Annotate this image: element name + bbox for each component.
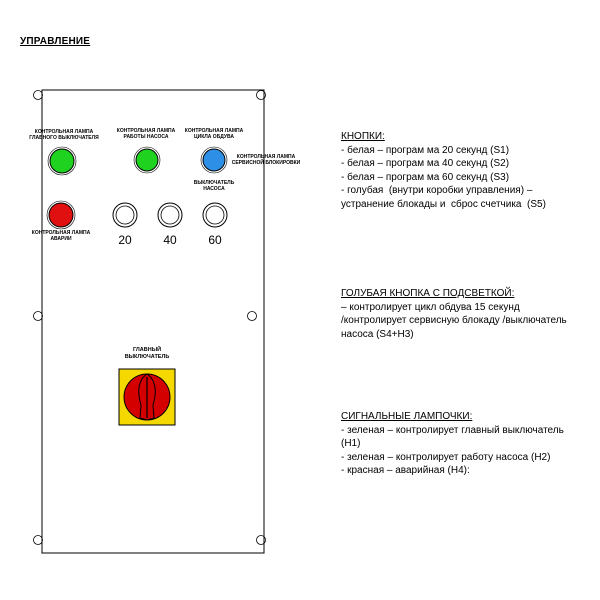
- notes-buttons: КНОПКИ: - белая – програм ма 20 секунд (…: [341, 130, 596, 211]
- lamp-label-red-1: КОНТРОЛЬНАЯ ЛАМПА: [32, 230, 91, 236]
- mounting-hole: [247, 311, 257, 321]
- notes-blue-button: ГОЛУБАЯ КНОПКА С ПОДСВЕТКОЙ: – контролир…: [341, 287, 596, 341]
- notes-line: - белая – програм ма 60 секунд (S3): [341, 171, 510, 183]
- lamp-label-below-1: ВЫКЛЮЧАТЕЛЬ: [194, 180, 235, 186]
- notes-buttons-heading: КНОПКИ:: [341, 131, 385, 142]
- main-switch: [118, 368, 176, 426]
- control-panel: КОНТРОЛЬНАЯ ЛАМПА ГЛАВНОГО ВЫКЛЮЧАТЕЛЯ К…: [29, 89, 301, 554]
- blue-lamp-button: [200, 146, 228, 174]
- mounting-hole: [256, 535, 266, 545]
- program-button-40: [157, 202, 183, 228]
- green-lamp-pump: [133, 146, 161, 174]
- notes-line: – контролирует цикл обдува 15 секунд: [341, 301, 520, 313]
- notes-line: - белая – програм ма 20 секунд (S1): [341, 144, 510, 156]
- program-button-60: [202, 202, 228, 228]
- main-switch-label-1: ГЛАВНЫЙ: [133, 345, 161, 353]
- green-lamp-main: [47, 146, 77, 176]
- notes-lamps-heading: СИГНАЛЬНЫЕ ЛАМПОЧКИ:: [341, 411, 473, 422]
- notes-line: - красная – аварийная (H4):: [341, 465, 470, 476]
- lamp-label-below-2: НАСОСА: [203, 186, 225, 192]
- program-label-20: 20: [118, 233, 132, 247]
- notes-blue-heading: ГОЛУБАЯ КНОПКА С ПОДСВЕТКОЙ:: [341, 288, 515, 299]
- page-title: УПРАВЛЕНИЕ: [20, 36, 91, 47]
- lamp-label-blue-1: КОНТРОЛЬНАЯ ЛАМПА: [185, 128, 244, 134]
- main-switch-label-2: ВЫКЛЮЧАТЕЛЬ: [125, 354, 170, 360]
- notes-line: (H1): [341, 438, 361, 449]
- program-label-40: 40: [163, 233, 177, 247]
- lamp-label-main-2: ГЛАВНОГО ВЫКЛЮЧАТЕЛЯ: [29, 135, 99, 141]
- mounting-hole: [256, 90, 266, 100]
- notes-line: - зеленая – контролирует работу насоса (…: [341, 451, 551, 463]
- program-label-60: 60: [208, 233, 222, 247]
- lamp-label-red-2: АВАРИИ: [50, 236, 72, 242]
- program-button-20: [112, 202, 138, 228]
- mounting-hole: [33, 311, 43, 321]
- mounting-hole: [33, 535, 43, 545]
- notes-line: насоса (S4+H3): [341, 328, 414, 340]
- lamp-label-pump-2: РАБОТЫ НАСОСА: [124, 134, 169, 140]
- lamp-label-pump-1: КОНТРОЛЬНАЯ ЛАМПА: [117, 128, 176, 134]
- lamp-label-blue-2: ЦИКЛА ОБДУВА: [194, 134, 234, 140]
- mounting-holes: [33, 90, 266, 545]
- lamp-label-main-1: КОНТРОЛЬНАЯ ЛАМПА: [35, 129, 94, 135]
- mounting-hole: [33, 90, 43, 100]
- notes-line: устранение блокады и сброс счетчика (S5): [341, 198, 546, 210]
- red-lamp-alarm: [46, 200, 76, 230]
- notes-lamps: СИГНАЛЬНЫЕ ЛАМПОЧКИ: - зеленая – контрол…: [341, 410, 596, 478]
- lamp-label-side-2: СЕРВИСНОЙ БЛОКИРОВКИ: [232, 158, 301, 166]
- lamp-label-side-1: КОНТРОЛЬНАЯ ЛАМПА: [237, 154, 296, 160]
- notes-line: - белая – програм ма 40 секунд (S2): [341, 158, 510, 169]
- notes-line: - голубая (внутри коробки управления) –: [341, 185, 533, 196]
- notes-line: /контролирует сервисную блокаду /выключа…: [341, 315, 567, 326]
- notes-line: - зеленая – контролирует главный выключа…: [341, 424, 564, 436]
